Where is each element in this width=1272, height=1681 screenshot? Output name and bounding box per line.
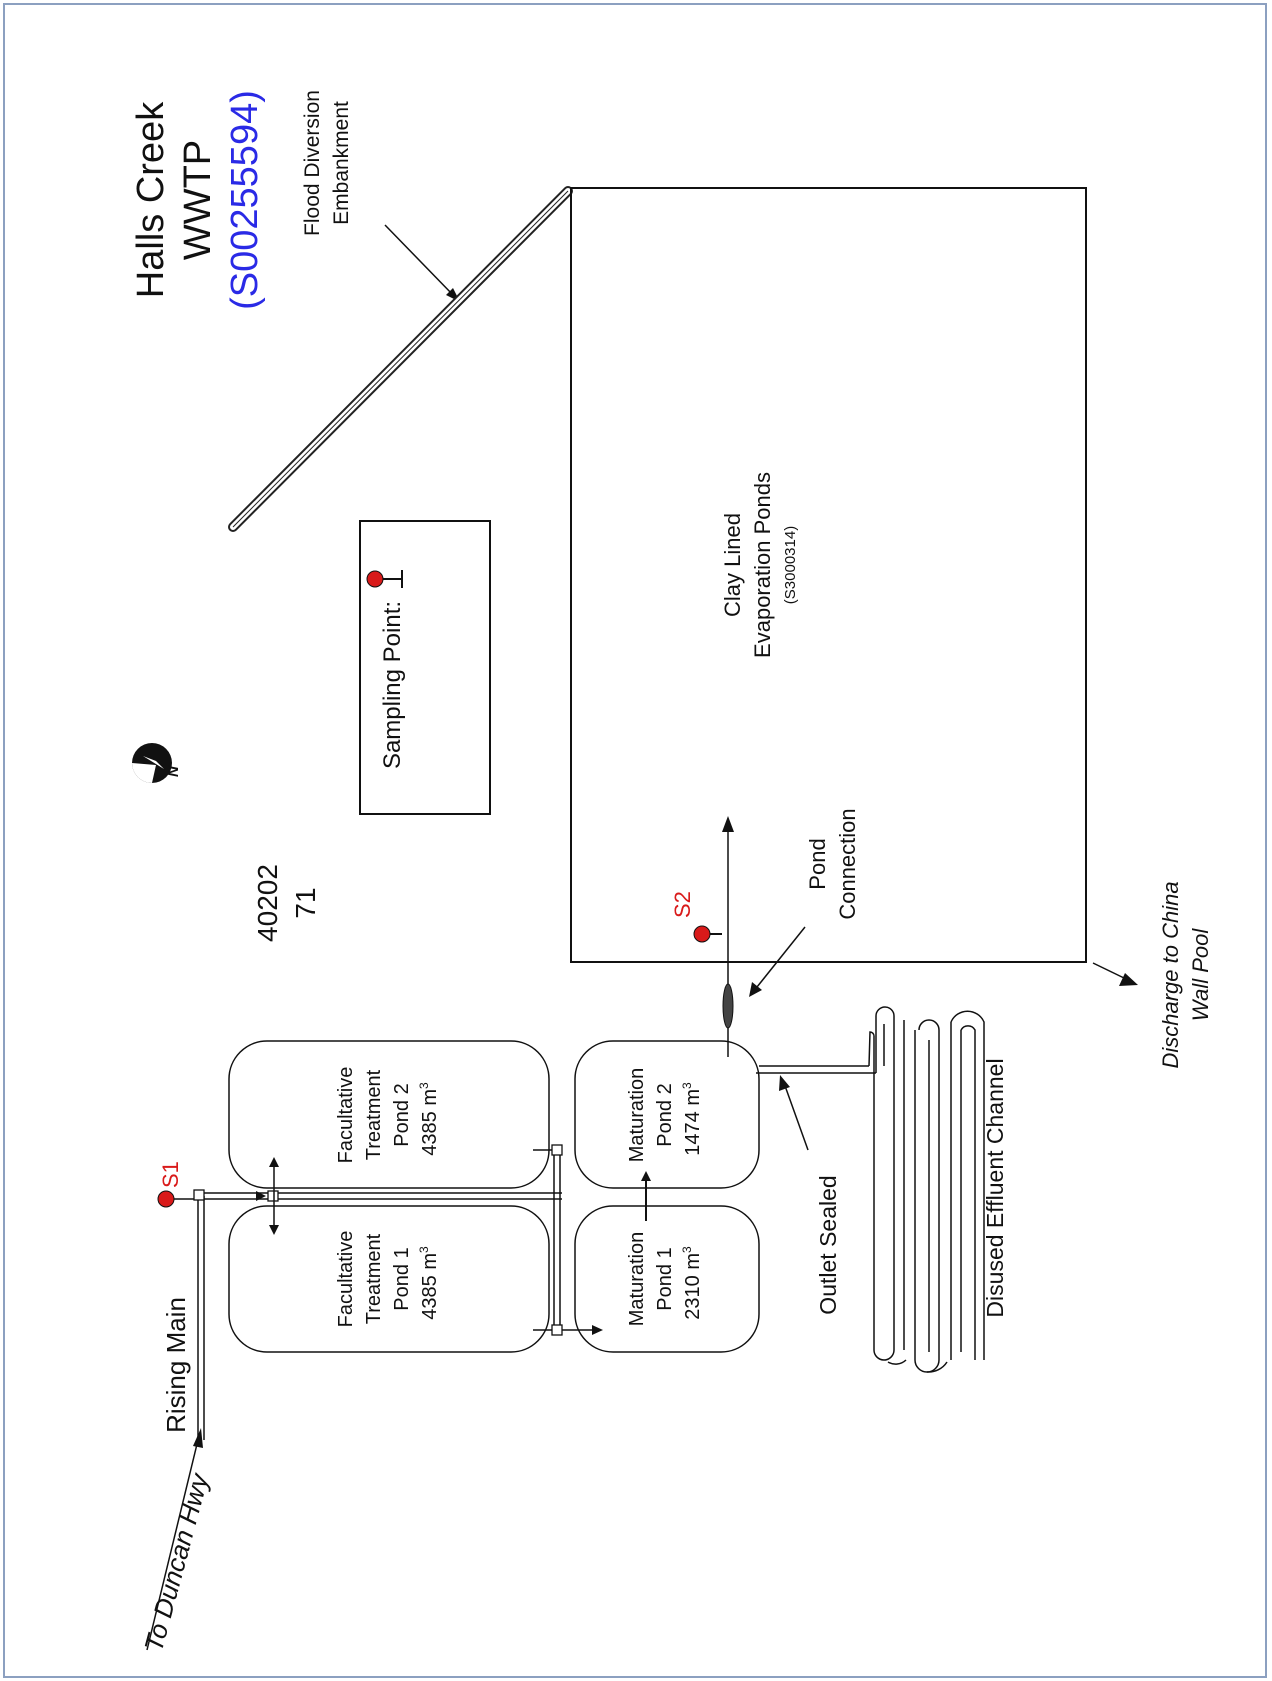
mat2-line1: Maturation <box>626 1068 648 1163</box>
mat1-line2: Pond 1 <box>654 1247 676 1310</box>
duncan-road-arrowhead <box>193 1428 203 1448</box>
page-frame <box>3 3 1267 1678</box>
mat2-line2: Pond 2 <box>654 1083 676 1146</box>
title-block: Halls Creek WWTP (S00255594) <box>130 90 266 310</box>
fac1-line2: Treatment <box>363 1233 385 1324</box>
transfer-pipework <box>533 1144 651 1336</box>
fac1-line1: Facultative <box>335 1231 357 1328</box>
pond-conn-line1: Pond <box>805 838 830 889</box>
discharge-line <box>1092 962 1125 979</box>
to-duncan-label: To Duncan Hwy <box>138 1469 215 1655</box>
sampling-point-s2: S2 <box>670 891 722 943</box>
fac1-volume: 4385 m3 <box>417 1246 441 1320</box>
maturation-pond-1 <box>574 1205 760 1353</box>
discharge-arrowhead <box>1119 973 1138 986</box>
flood-pointer-line <box>384 224 455 297</box>
maturation-pond-2 <box>574 1040 760 1189</box>
fac2-line3: Pond 2 <box>391 1083 413 1146</box>
maturation-pond-1-label: Maturation Pond 1 2310 m3 <box>626 1232 704 1327</box>
legend-sampling-marker <box>366 570 403 588</box>
evap-label-line1: Clay Lined <box>720 513 745 617</box>
s1-label: S1 <box>158 1161 183 1188</box>
flood-diversion-embankment <box>228 186 573 532</box>
facultative-pond-2-label: Facultative Treatment Pond 2 4385 m3 <box>335 1067 441 1164</box>
facultative-pond-1-label: Facultative Treatment Pond 1 4385 m3 <box>335 1231 441 1328</box>
evaporation-ponds-label: Clay Lined Evaporation Ponds (S3000314) <box>720 472 799 658</box>
north-arrow-icon: N <box>132 743 182 783</box>
pond-connection-label: Pond Connection <box>805 808 860 919</box>
disused-channel-label: Disused Effluent Channel <box>982 1058 1008 1317</box>
sampling-point-s1: S1 <box>157 1161 194 1208</box>
outlet-sealed-arrowhead <box>779 1075 790 1091</box>
duncan-road-line <box>146 1439 199 1651</box>
pond-conn-line2: Connection <box>835 808 860 919</box>
disused-effluent-channel <box>868 1006 985 1373</box>
outlet-pipe <box>756 1065 876 1074</box>
evap-label-line2: Evaporation Ponds <box>750 472 775 658</box>
title-code: (S00255594) <box>224 90 266 310</box>
pond-connection-pipe <box>722 816 734 1057</box>
evaporation-ponds-outline <box>570 187 1087 963</box>
mat1-volume: 2310 m3 <box>680 1246 704 1320</box>
id-number: 40202 71 <box>252 864 321 942</box>
discharge-label: Discharge to China Wall Pool <box>1158 881 1213 1068</box>
evap-label-code: (S3000314) <box>782 526 799 604</box>
mat1-line1: Maturation <box>626 1232 648 1327</box>
outlet-sealed-label: Outlet Sealed <box>815 1175 841 1314</box>
fac2-line1: Facultative <box>335 1067 357 1164</box>
facultative-pond-2 <box>228 1040 550 1189</box>
fac2-volume: 4385 m3 <box>417 1082 441 1156</box>
title-line2: WWTP <box>177 140 219 260</box>
legend-box <box>359 520 491 815</box>
flood-label-line1: Flood Diversion <box>301 90 324 236</box>
rising-main-label: Rising Main <box>161 1297 191 1433</box>
facultative-pond-1 <box>228 1205 550 1353</box>
discharge-line2: Wall Pool <box>1188 928 1213 1022</box>
id-number-line1: 40202 <box>252 864 283 942</box>
pond-connection-pointer <box>756 926 806 988</box>
title-line1: Halls Creek <box>130 101 172 298</box>
legend-label: Sampling Point: <box>379 601 406 769</box>
mat2-volume: 1474 m3 <box>680 1082 704 1156</box>
discharge-line1: Discharge to China <box>1158 881 1183 1068</box>
fac2-line2: Treatment <box>363 1069 385 1160</box>
north-label: N <box>165 765 182 777</box>
flood-diversion-label: Flood Diversion Embankment <box>301 90 353 236</box>
outlet-sealed-pointer <box>783 1082 809 1151</box>
maturation-pond-2-label: Maturation Pond 2 1474 m3 <box>626 1068 704 1163</box>
s2-label: S2 <box>670 891 695 918</box>
inlet-pipework <box>193 1157 562 1440</box>
id-number-line2: 71 <box>290 887 321 918</box>
flood-label-line2: Embankment <box>330 101 353 225</box>
pond-connection-arrowhead <box>749 982 762 997</box>
fac1-line3: Pond 1 <box>391 1247 413 1310</box>
